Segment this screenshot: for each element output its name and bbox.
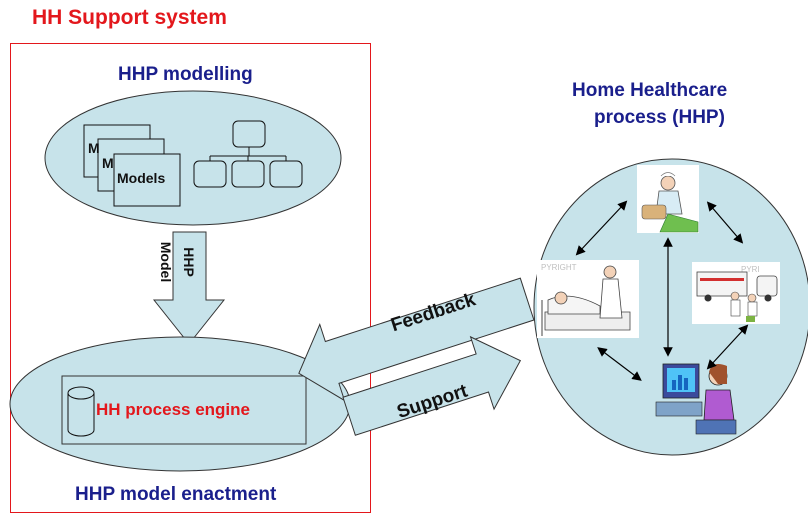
- hhp-arrow-label-line1: HHP: [181, 247, 197, 277]
- engine-box: [61, 375, 307, 445]
- clipart-watermark-right: PYRI: [741, 265, 760, 274]
- engine-label: HH process engine: [96, 400, 250, 419]
- feedback-arrow: [298, 277, 535, 402]
- modelling-title: HHP modelling: [118, 64, 253, 85]
- clipart-watermark-left: PYRIGHT: [541, 263, 577, 272]
- models-label-1: M: [88, 140, 100, 156]
- hierarchy-icon: [193, 120, 303, 188]
- bedridden-patient-clipart: PYRIGHT: [537, 260, 639, 338]
- ambulance-clipart: PYRI: [692, 262, 780, 324]
- enactment-title: HHP model enactment: [75, 484, 277, 505]
- support-arrow: [342, 335, 522, 436]
- database-icon: [67, 386, 95, 437]
- models-stack-icon: [83, 124, 181, 207]
- models-label-2: M: [102, 155, 114, 171]
- support-system-title: HH Support system: [32, 6, 227, 29]
- hhp-arrow-label-line2: Model: [158, 242, 174, 282]
- models-label-3: Models: [117, 170, 166, 186]
- process-title-line1: Home Healthcare: [572, 80, 728, 101]
- hhp-model-arrow: [152, 231, 226, 345]
- process-connectors: [575, 200, 749, 381]
- nurse-patient-clipart: [637, 165, 699, 233]
- process-title-line2: process (HHP): [594, 107, 725, 128]
